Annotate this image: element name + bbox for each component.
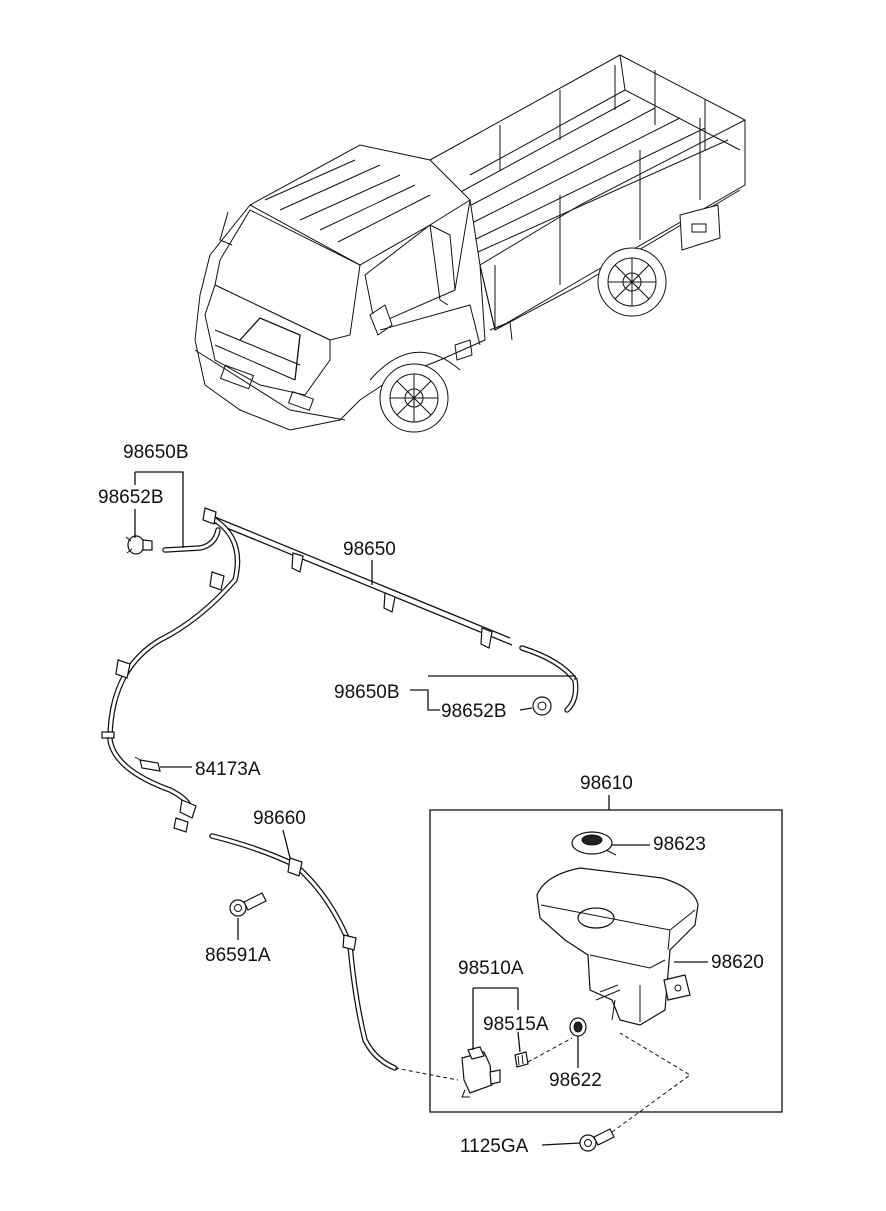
nozzle-98652B-mid bbox=[532, 696, 552, 716]
bolt-connection-line bbox=[611, 1032, 691, 1133]
pump-connection-line bbox=[527, 1037, 573, 1063]
reservoir-cap-98623 bbox=[571, 831, 617, 856]
clip-84173A bbox=[134, 756, 161, 772]
hose-98650B-top bbox=[162, 527, 221, 553]
label-98610: 98610 bbox=[580, 773, 633, 794]
reservoir-assembly-box bbox=[429, 809, 783, 1113]
label-98623: 98623 bbox=[653, 834, 706, 855]
label-98622: 98622 bbox=[549, 1070, 602, 1091]
leader-lines bbox=[134, 471, 708, 1146]
label-84173A: 84173A bbox=[195, 759, 261, 780]
hose-98650-main bbox=[101, 507, 513, 833]
clip-86591A bbox=[229, 892, 267, 917]
bolt-1125GA bbox=[579, 1128, 615, 1152]
nozzle-98652B-top bbox=[125, 535, 153, 555]
label-98620: 98620 bbox=[711, 952, 764, 973]
label-98650B-mid: 98650B bbox=[334, 682, 400, 703]
label-98510A: 98510A bbox=[458, 958, 524, 979]
reservoir-tank-98620 bbox=[536, 867, 699, 1026]
label-98515A: 98515A bbox=[483, 1014, 549, 1035]
hose-98660 bbox=[209, 833, 459, 1081]
pump-filter-98515A bbox=[514, 1051, 529, 1068]
label-98652B-mid: 98652B bbox=[441, 701, 507, 722]
label-98652B-top: 98652B bbox=[98, 487, 164, 508]
grommet-98622 bbox=[569, 1017, 587, 1037]
label-98650B-top: 98650B bbox=[123, 442, 189, 463]
label-98650: 98650 bbox=[343, 539, 396, 560]
truck-illustration bbox=[194, 54, 746, 433]
label-1125GA: 1125GA bbox=[460, 1136, 529, 1157]
washer-pump-98510A bbox=[461, 1046, 501, 1098]
label-98660: 98660 bbox=[253, 808, 306, 829]
label-86591A: 86591A bbox=[205, 945, 271, 966]
